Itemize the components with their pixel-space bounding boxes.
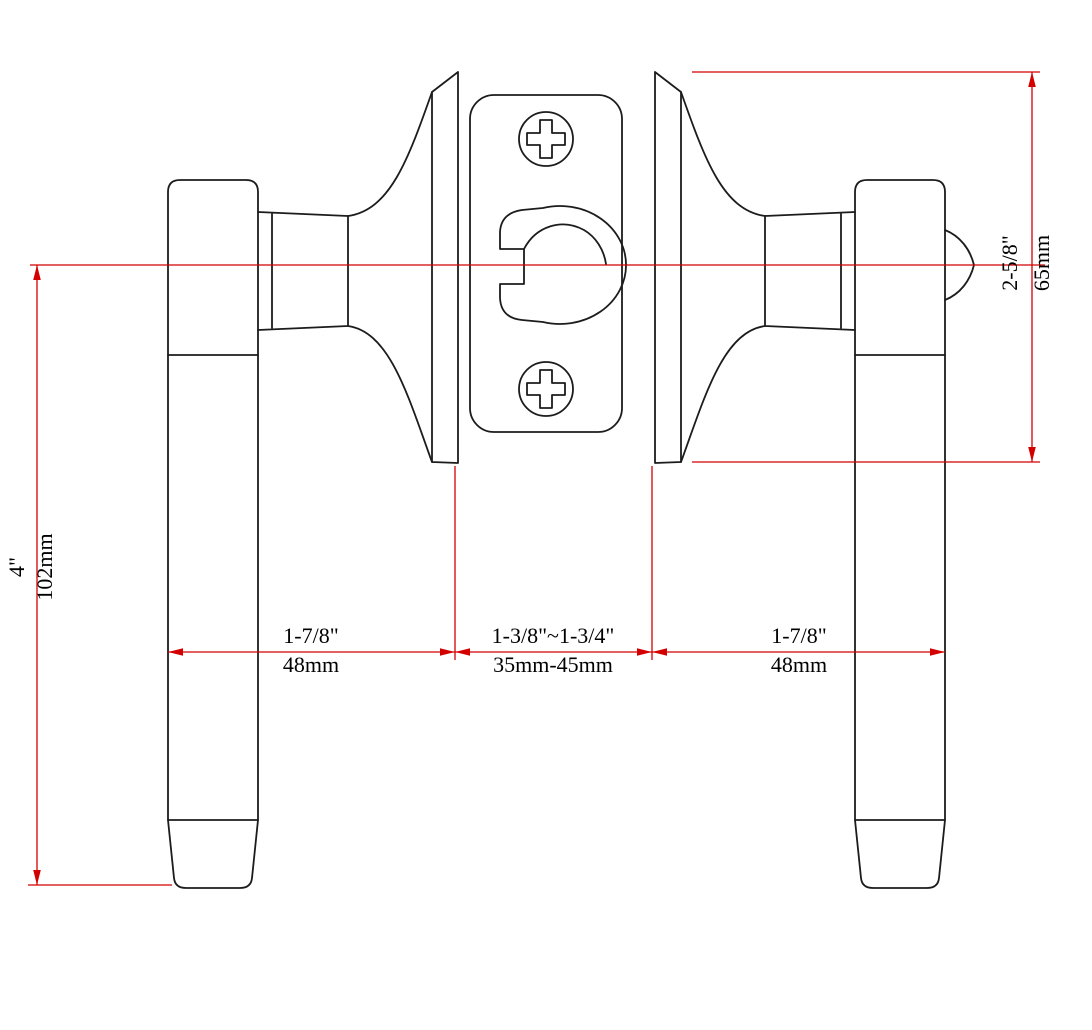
right-rose-plate [654, 71, 682, 464]
label-rose-height-in: 2-5/8" [997, 235, 1022, 290]
latch-faceplate [469, 94, 623, 433]
label-handle-length-in: 4" [4, 557, 29, 577]
right-rose-flare [680, 91, 766, 463]
label-right-projection-mm: 48mm [771, 652, 827, 677]
dimension-labels: 4" 102mm 2-5/8" 65mm 1-7/8" 48mm 1-3/8"~… [4, 235, 1054, 677]
arrowhead-left [652, 648, 667, 656]
left-lever-grip [167, 179, 259, 889]
latch-bolt-detail [523, 223, 607, 265]
label-left-projection-in: 1-7/8" [283, 623, 338, 648]
arrowhead-left [455, 648, 470, 656]
arrowhead-right [930, 648, 945, 656]
label-left-projection-mm: 48mm [283, 652, 339, 677]
arrowhead-right [637, 648, 652, 656]
left-neck [257, 211, 349, 331]
latch-bolt [499, 205, 627, 325]
dimension-lines [28, 71, 1045, 886]
phillips-cross-bottom-icon [526, 369, 566, 409]
latch-screw-top [518, 111, 574, 167]
dimension-arrows [33, 72, 1036, 885]
arrowhead-down [33, 870, 41, 885]
latch-screw-bottom [518, 361, 574, 417]
arrowhead-down [1028, 447, 1036, 462]
label-door-thickness-in: 1-3/8"~1-3/4" [492, 623, 615, 648]
arrowhead-left [168, 648, 183, 656]
left-rose-plate [431, 71, 459, 464]
label-right-projection-in: 1-7/8" [771, 623, 826, 648]
left-rose-flare [347, 91, 433, 463]
phillips-cross-top-icon [526, 119, 566, 159]
label-handle-length-mm: 102mm [32, 533, 57, 600]
arrowhead-up [33, 265, 41, 280]
label-door-thickness-mm: 35mm-45mm [493, 652, 613, 677]
right-neck [764, 211, 856, 331]
right-lever-grip [854, 179, 946, 889]
arrowhead-right [440, 648, 455, 656]
arrowhead-up [1028, 72, 1036, 87]
outline-layer [167, 71, 975, 889]
label-rose-height-mm: 65mm [1029, 235, 1054, 291]
